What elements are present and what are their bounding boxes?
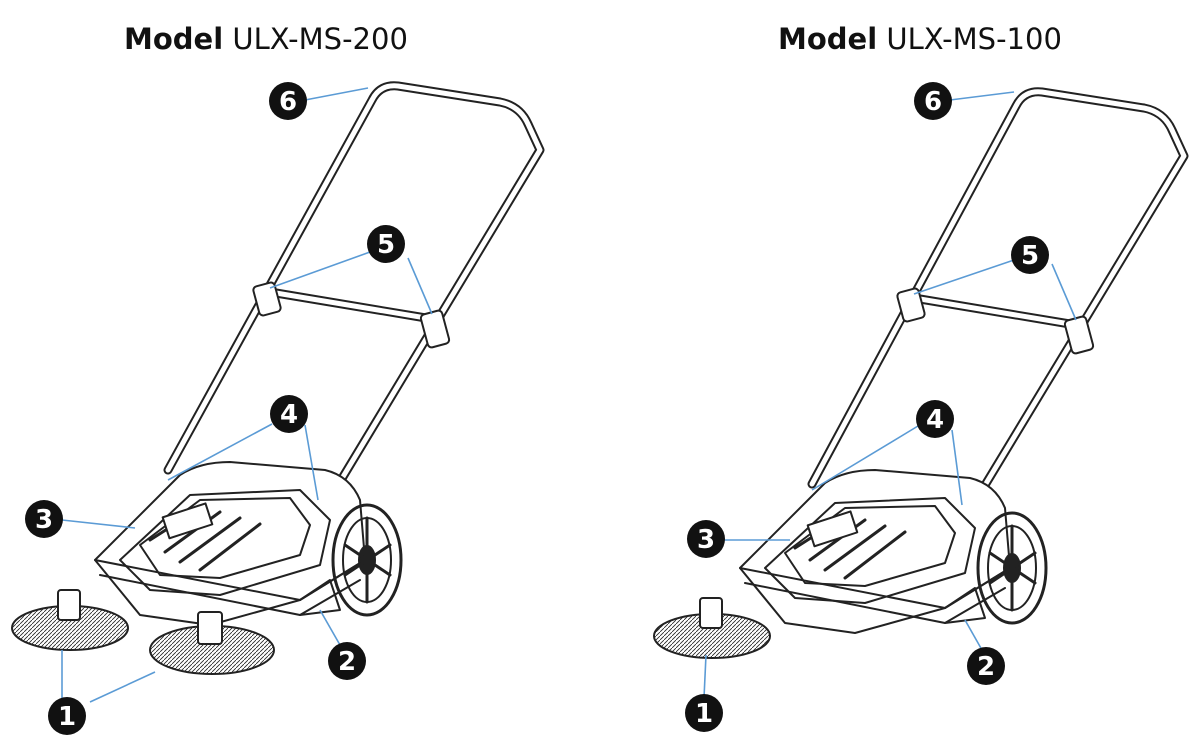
model-title-right: Model ULX-MS-100 bbox=[778, 22, 1062, 56]
body-right bbox=[739, 469, 1011, 634]
callout-left-3: 3 bbox=[25, 500, 63, 538]
svg-text:3: 3 bbox=[697, 525, 715, 555]
callout-left-5: 5 bbox=[367, 225, 405, 263]
callout-left-4: 4 bbox=[270, 395, 308, 433]
model-title-left: Model ULX-MS-200 bbox=[124, 22, 408, 56]
brush-left-2 bbox=[149, 611, 275, 675]
svg-text:4: 4 bbox=[926, 405, 944, 435]
model-name-left: ULX-MS-200 bbox=[232, 22, 408, 56]
callout-left-1: 1 bbox=[48, 697, 86, 735]
body-left bbox=[94, 461, 366, 626]
sweeper-right bbox=[653, 87, 1189, 659]
brush-left-1 bbox=[11, 589, 129, 651]
svg-text:1: 1 bbox=[58, 702, 76, 732]
callouts-left: 6 5 4 3 2 1 bbox=[25, 82, 405, 735]
handle-left bbox=[163, 81, 545, 500]
svg-text:1: 1 bbox=[695, 699, 713, 729]
svg-text:5: 5 bbox=[377, 230, 395, 260]
svg-text:4: 4 bbox=[280, 400, 298, 430]
model-prefix-left: Model bbox=[124, 22, 224, 56]
model-prefix-right: Model bbox=[778, 22, 878, 56]
svg-text:2: 2 bbox=[977, 652, 995, 682]
brush-right-1 bbox=[653, 597, 771, 659]
svg-text:6: 6 bbox=[924, 87, 942, 117]
svg-text:2: 2 bbox=[338, 647, 356, 677]
callout-right-2: 2 bbox=[967, 647, 1005, 685]
svg-text:5: 5 bbox=[1021, 241, 1039, 271]
callout-left-2: 2 bbox=[328, 642, 366, 680]
callout-right-4: 4 bbox=[916, 400, 954, 438]
svg-text:6: 6 bbox=[279, 87, 297, 117]
wheel-left bbox=[331, 503, 403, 617]
callouts-right: 6 5 4 3 2 1 bbox=[685, 82, 1049, 732]
callout-right-6: 6 bbox=[914, 82, 952, 120]
callout-left-6: 6 bbox=[269, 82, 307, 120]
callout-right-5: 5 bbox=[1011, 236, 1049, 274]
model-name-right: ULX-MS-100 bbox=[886, 22, 1062, 56]
sweeper-left bbox=[11, 81, 545, 675]
wheel-right bbox=[976, 511, 1048, 625]
handle-right bbox=[807, 87, 1189, 505]
svg-text:3: 3 bbox=[35, 505, 53, 535]
callout-right-1: 1 bbox=[685, 694, 723, 732]
leader-lines-right bbox=[703, 91, 1077, 699]
leader-lines-left bbox=[61, 87, 433, 703]
callout-right-3: 3 bbox=[687, 520, 725, 558]
